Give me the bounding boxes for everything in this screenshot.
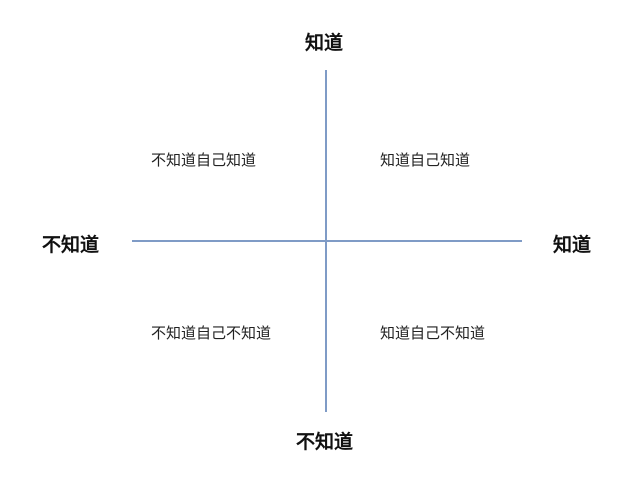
quadrant-top-left: 不知道自己知道 <box>151 151 257 169</box>
horizontal-axis-line <box>132 240 522 242</box>
axis-label-bottom: 不知道 <box>296 431 354 453</box>
axis-label-top: 知道 <box>305 32 344 54</box>
axis-label-left: 不知道 <box>42 234 100 256</box>
quadrant-bottom-left: 不知道自己不知道 <box>151 324 272 342</box>
axis-label-right: 知道 <box>553 234 592 256</box>
quadrant-bottom-right: 知道自己不知道 <box>380 324 486 342</box>
quadrant-top-right: 知道自己知道 <box>380 151 471 169</box>
